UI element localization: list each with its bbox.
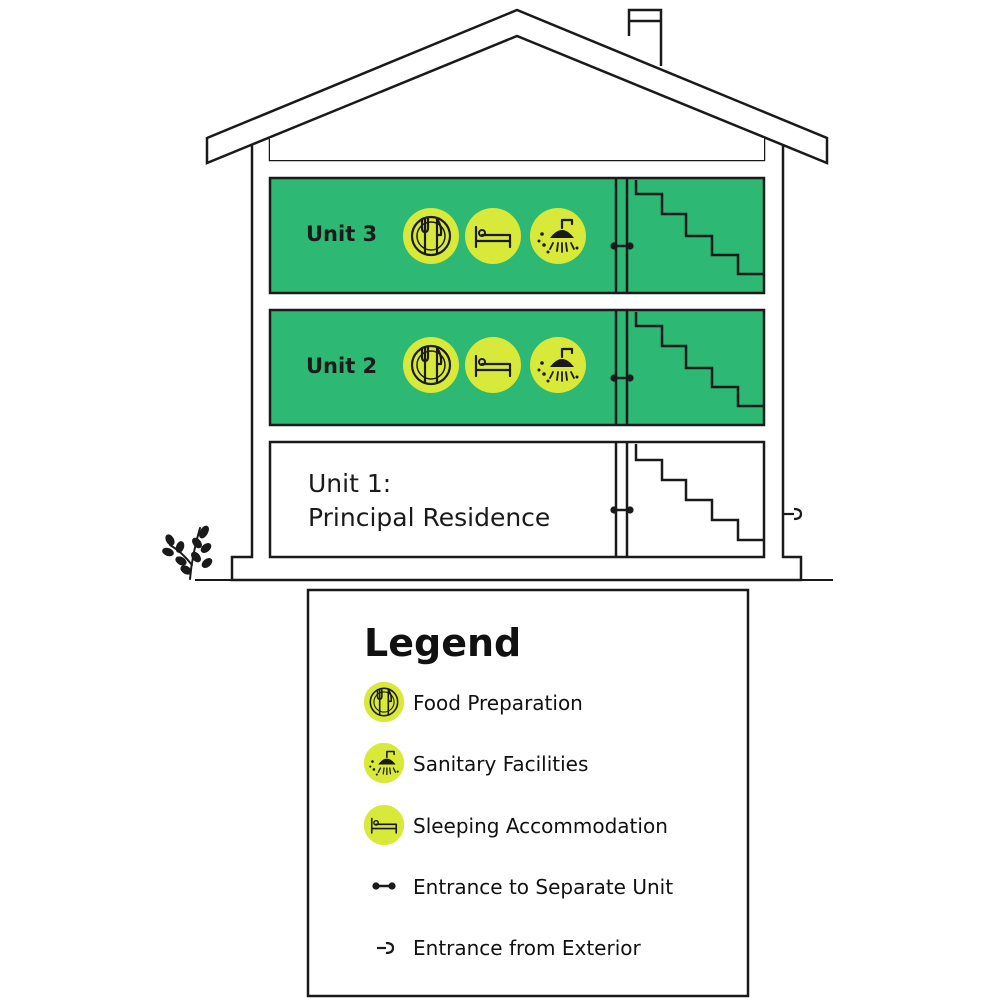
unit-3-floor: Unit 3 <box>268 176 766 295</box>
legend-title: Legend <box>364 621 521 665</box>
legend-item-separate-entrance: Entrance to Separate Unit <box>371 875 673 899</box>
exterior-entrance-icon <box>784 507 803 521</box>
legend-label-separate-entrance: Entrance to Separate Unit <box>413 875 673 899</box>
legend-label-exterior-entrance: Entrance from Exterior <box>413 936 642 960</box>
legend: Legend Food Preparation Sanitary Facilit… <box>306 588 750 998</box>
unit-2-floor: Unit 2 <box>268 308 766 427</box>
roof <box>205 8 829 165</box>
unit-3-label: Unit 3 <box>306 222 377 246</box>
legend-label-sleeping: Sleeping Accommodation <box>413 814 668 838</box>
unit-1-label-line2: Principal Residence <box>308 503 550 532</box>
unit-2-label: Unit 2 <box>306 354 377 378</box>
food-preparation-icon <box>401 335 461 395</box>
legend-label-food: Food Preparation <box>413 691 583 715</box>
sleeping-accommodation-icon <box>363 804 405 846</box>
exterior-entrance-icon <box>377 941 395 955</box>
unit-1-floor: Unit 1: Principal Residence <box>268 440 766 559</box>
sanitary-facilities-icon <box>528 206 588 266</box>
unit-1-stairs <box>634 444 764 542</box>
legend-label-sanitary: Sanitary Facilities <box>413 752 588 776</box>
legend-item-sleeping: Sleeping Accommodation <box>363 804 668 846</box>
sleeping-accommodation-icon <box>463 206 523 266</box>
legend-item-exterior-entrance: Entrance from Exterior <box>377 936 642 960</box>
unit-1-label-line1: Unit 1: <box>308 469 391 498</box>
sleeping-accommodation-icon <box>463 335 523 395</box>
food-preparation-icon <box>401 206 461 266</box>
sanitary-facilities-icon <box>363 742 405 784</box>
plant-icon <box>162 525 213 580</box>
unit-3-stairs <box>634 180 764 276</box>
legend-item-sanitary: Sanitary Facilities <box>363 742 588 784</box>
chimney <box>627 8 663 66</box>
food-preparation-icon <box>363 681 405 723</box>
sanitary-facilities-icon <box>528 335 588 395</box>
legend-item-food: Food Preparation <box>363 681 583 723</box>
unit-2-stairs <box>634 312 764 408</box>
